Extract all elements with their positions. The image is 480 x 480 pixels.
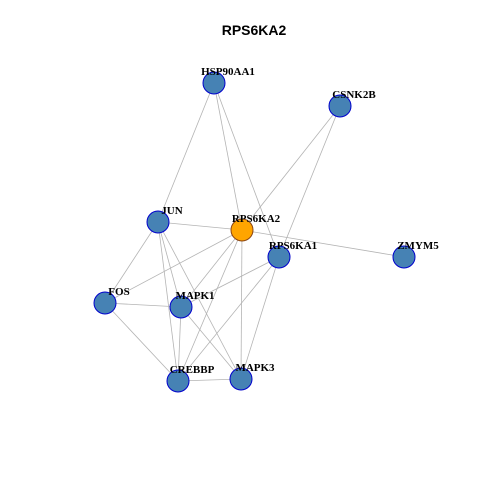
- edge-rps6ka2-fos: [104, 229, 243, 304]
- node-rps6ka2: [230, 218, 254, 242]
- edge-mapk1-crebbp: [177, 306, 182, 382]
- edge-rps6ka1-crebbp: [177, 256, 280, 382]
- node-hsp90aa1: [202, 71, 226, 95]
- node-jun: [146, 210, 170, 234]
- edge-rps6ka1-mapk1: [180, 256, 280, 308]
- edge-csnk2b-rps6ka2: [241, 105, 341, 231]
- edge-jun-fos: [104, 221, 159, 304]
- edge-rps6ka2-mapk1: [180, 229, 243, 308]
- node-label-csnk2b: CSNK2B: [332, 89, 376, 101]
- node-label-rps6ka2: RPS6KA2: [232, 213, 281, 225]
- node-mapk3: [229, 367, 253, 391]
- node-label-rps6ka1: RPS6KA1: [269, 240, 317, 252]
- node-mapk1: [169, 295, 193, 319]
- edge-jun-mapk1: [157, 221, 182, 308]
- node-label-jun: JUN: [161, 205, 182, 217]
- edge-fos-crebbp: [104, 302, 179, 382]
- node-label-hsp90aa1: HSP90AA1: [201, 66, 255, 78]
- node-label-mapk1: MAPK1: [175, 290, 214, 302]
- edge-jun-rps6ka2: [157, 221, 243, 231]
- edge-csnk2b-rps6ka1: [278, 105, 341, 258]
- edge-jun-mapk3: [157, 221, 242, 380]
- edge-rps6ka1-mapk3: [240, 256, 280, 380]
- node-label-crebbp: CREBBP: [170, 364, 215, 376]
- edge-mapk1-mapk3: [180, 306, 242, 380]
- node-label-mapk3: MAPK3: [235, 362, 275, 374]
- node-layer: [93, 71, 416, 393]
- edge-rps6ka2-zmym5: [241, 229, 405, 258]
- node-label-zmym5: ZMYM5: [397, 240, 439, 252]
- edge-layer: [104, 82, 405, 382]
- node-zmym5: [392, 245, 416, 269]
- node-crebbp: [166, 369, 190, 393]
- graph-title: RPS6KA2: [222, 22, 287, 38]
- node-fos: [93, 291, 117, 315]
- edge-hsp90aa1-jun: [157, 82, 215, 223]
- edge-hsp90aa1-rps6ka1: [213, 82, 280, 258]
- edge-jun-crebbp: [157, 221, 179, 382]
- edge-hsp90aa1-rps6ka2: [213, 82, 243, 231]
- edge-fos-mapk1: [104, 302, 182, 308]
- edge-rps6ka2-crebbp: [177, 229, 243, 382]
- edge-rps6ka2-mapk3: [240, 229, 243, 380]
- node-label-fos: FOS: [108, 286, 129, 298]
- node-csnk2b: [328, 94, 352, 118]
- node-rps6ka1: [267, 245, 291, 269]
